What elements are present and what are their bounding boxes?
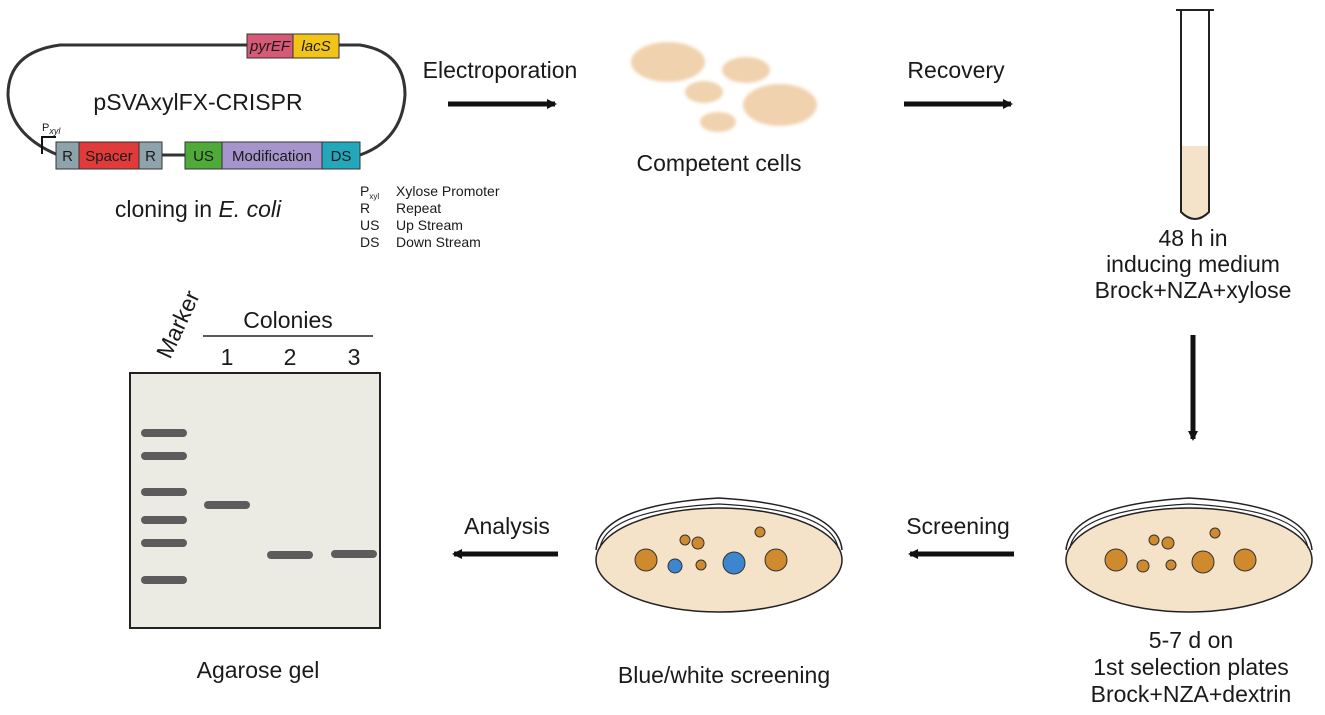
selection-line-1: 5-7 d on [1149,627,1233,653]
plasmid-name: pSVAxylFX-CRISPR [93,89,302,115]
lane-label-3: 3 [348,344,361,370]
gel-slab [129,372,381,629]
analysis-label: Analysis [464,513,550,539]
promoter-arrow-icon [41,136,56,154]
promoter-label: Pxyl [42,122,61,136]
colony [1136,559,1150,573]
pyrEF-label: pyrEF [249,38,291,55]
marker-band [141,429,187,437]
colony-blue [722,551,746,575]
induction-line-2: inducing medium [1106,251,1280,277]
spacer-segment [78,141,140,170]
plate-wall [1065,497,1313,551]
selection-line-3: Brock+NZA+dextrin [1091,681,1292,707]
colony [1165,559,1177,571]
blue-white-label: Blue/white screening [618,662,830,688]
marker-band [141,576,187,584]
colony [1161,536,1175,550]
plate-base [595,507,843,613]
legend-abbr-repeat: R [360,200,370,216]
upstream-segment [184,141,223,170]
legend-abbr-upstream: US [360,217,379,233]
colony [1233,548,1257,572]
test-tube-illustration [1176,9,1214,220]
tube-medium [1181,146,1209,219]
colony [679,534,691,546]
recovery-label: Recovery [907,57,1005,83]
colony [754,526,766,538]
cell [631,42,705,82]
repeat-label-right: R [145,148,156,165]
legend-desc-repeat: Repeat [396,200,441,216]
colony [1191,550,1215,574]
selection-line-2: 1st selection plates [1093,654,1289,680]
modification-segment [221,141,323,170]
lane-1-band [204,501,250,509]
cell [743,84,817,126]
lane-2-band [267,551,313,559]
marker-band [141,452,187,460]
legend-desc-upstream: Up Stream [396,217,463,233]
repeat-label-left: R [62,148,73,165]
colony [634,548,658,572]
agarose-gel: Marker Colonies 1 2 3 [129,286,381,629]
competent-cells-label: Competent cells [637,150,802,176]
colony [1209,527,1221,539]
colonies-label: Colonies [243,307,333,333]
plasmid-backbone [6,43,407,157]
marker-band [141,539,187,547]
colony [695,559,707,571]
colony [1104,548,1128,572]
cloning-caption: cloning in E. coli [115,196,282,222]
downstream-segment [321,141,361,170]
induction-line-1: 48 h in [1158,225,1227,251]
screening-label: Screening [906,513,1010,539]
lane-label-1: 1 [221,344,234,370]
plate-rim [1069,503,1309,549]
lane-3-band [331,550,377,558]
cell [700,112,736,132]
competent-cells-illustration [631,42,817,132]
spacer-label: Spacer [85,148,133,165]
plate-wall [595,497,843,551]
colony-blue [667,558,683,574]
marker-band [141,516,187,524]
abbreviation-legend: Pxyl Xylose Promoter R Repeat US Up Stre… [360,183,500,250]
plate-rim [599,503,839,549]
gel-caption: Agarose gel [197,657,320,683]
electroporation-label: Electroporation [423,57,578,83]
colony [1148,534,1160,546]
selection-plate-illustration [1065,497,1313,613]
plate-base [1065,507,1313,613]
lacS-label: lacS [301,38,330,55]
marker-label: Marker [151,286,205,362]
plasmid-map: pyrEF lacS pSVAxylFX-CRISPR Pxyl R Space… [6,33,407,222]
modification-label: Modification [232,148,312,165]
induction-line-3: Brock+NZA+xylose [1095,277,1292,303]
marker-band [141,488,187,496]
upstream-label: US [193,148,214,165]
blue-white-plate-illustration [595,497,843,613]
legend-abbr-promoter: Pxyl [360,183,379,201]
colony [691,536,705,550]
lacS-gene [292,33,340,59]
cell [685,81,723,103]
cell [722,57,770,83]
legend-abbr-downstream: DS [360,234,379,250]
tube-outline [1180,10,1210,220]
legend-desc-downstream: Down Stream [396,234,481,250]
downstream-label: DS [331,148,352,165]
colony [764,548,788,572]
lane-label-2: 2 [284,344,297,370]
legend-desc-promoter: Xylose Promoter [396,183,500,199]
